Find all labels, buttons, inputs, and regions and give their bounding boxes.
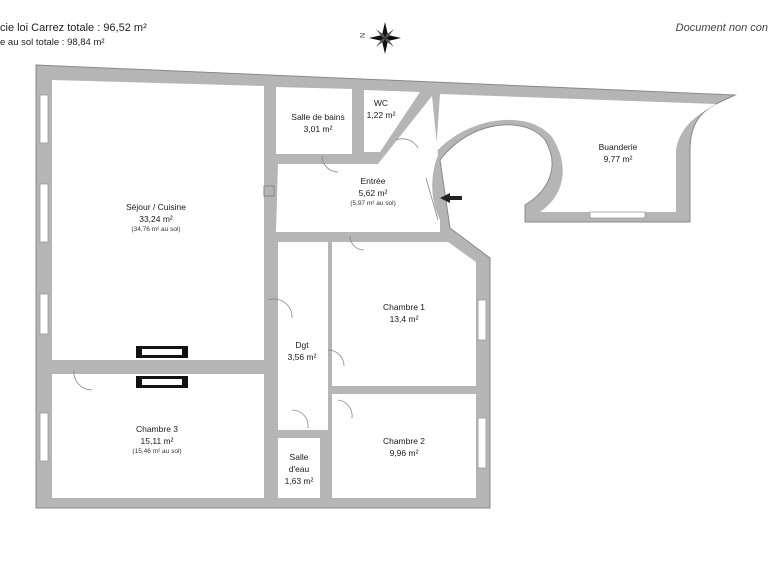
- floor-total-label: e au sol totale : 98,84 m²: [0, 37, 105, 48]
- bains-area: 3,01 m²: [304, 124, 333, 134]
- sejour-floor: [52, 80, 264, 360]
- compass-icon: N: [360, 22, 401, 54]
- furniture: [136, 346, 188, 388]
- chambre2-area: 9,96 m²: [390, 448, 419, 458]
- room-labels: Séjour / Cuisine 33,24 m² (34,76 m² au s…: [126, 98, 638, 486]
- sejour-note: (34,76 m² au sol): [131, 226, 180, 233]
- bains-name: Salle de bains: [291, 112, 344, 122]
- chambre2-floor: [332, 394, 476, 498]
- windows: [39, 94, 646, 469]
- dgt-name: Dgt: [295, 340, 309, 350]
- buanderie-floor: [436, 94, 716, 212]
- door-swings: [73, 138, 439, 429]
- entree-area: 5,62 m²: [359, 188, 388, 198]
- entree-name: Entrée: [360, 176, 385, 186]
- buanderie-area: 9,77 m²: [604, 154, 633, 164]
- chambre2-name: Chambre 2: [383, 436, 425, 446]
- chambre3-area: 15,11 m²: [141, 436, 174, 446]
- bains-floor: [276, 87, 352, 154]
- eau-name-line2: d'eau: [289, 464, 310, 474]
- wc-name: WC: [374, 98, 388, 108]
- sejour-area: 33,24 m²: [139, 214, 173, 224]
- sejour-name: Séjour / Cuisine: [126, 202, 186, 212]
- chambre3-floor: [52, 374, 264, 498]
- eau-name-line1: Salle: [290, 452, 309, 462]
- dgt-floor: [278, 242, 328, 430]
- chambre1-name: Chambre 1: [383, 302, 425, 312]
- entree-floor: [276, 96, 440, 232]
- disclaimer-label: Document non con: [675, 22, 768, 34]
- eau-floor: [278, 438, 320, 498]
- chambre1-area: 13,4 m²: [390, 314, 419, 324]
- chambre3-name: Chambre 3: [136, 424, 178, 434]
- wc-area: 1,22 m²: [367, 110, 396, 120]
- dgt-area: 3,56 m²: [288, 352, 317, 362]
- chambre1-floor: [332, 242, 476, 386]
- eau-area: 1,63 m²: [285, 476, 314, 486]
- buanderie-name: Buanderie: [599, 142, 638, 152]
- entrance-arrow-icon: [440, 193, 462, 203]
- entree-note: (5,97 m² au sol): [350, 200, 396, 207]
- wc-floor: [364, 90, 420, 152]
- compass-north-label: N: [360, 33, 367, 38]
- room-floors: [52, 80, 716, 498]
- chambre3-note: (15,46 m² au sol): [132, 448, 181, 455]
- pillar: [263, 185, 275, 197]
- carrez-total-label: cie loi Carrez totale : 96,52 m²: [0, 22, 147, 34]
